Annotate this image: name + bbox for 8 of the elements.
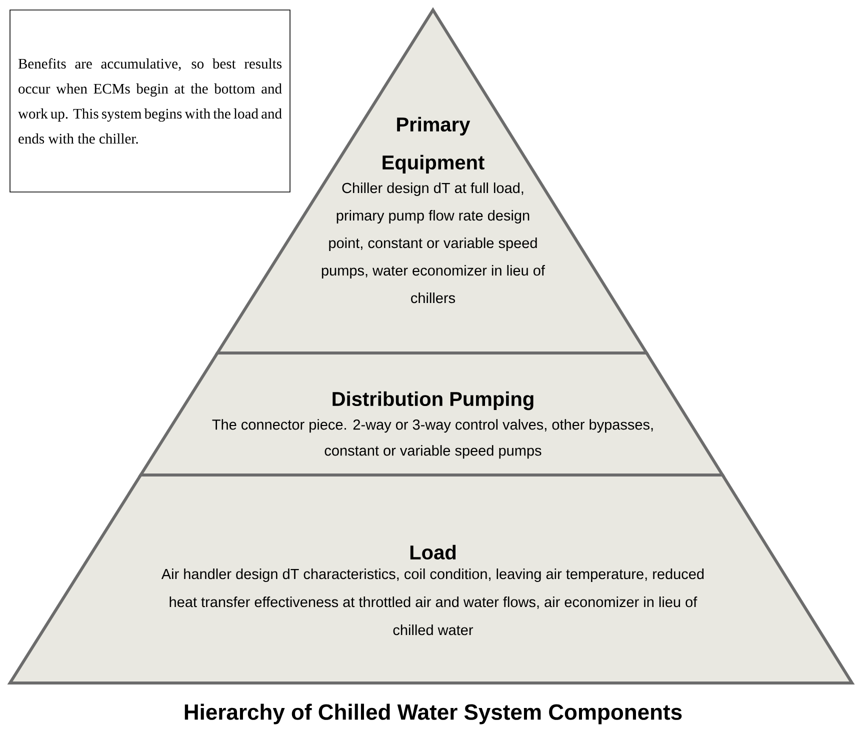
- caption: Hierarchy of Chilled Water System Components: [184, 704, 682, 724]
- band-description: The connector piece. 2-way or 3-way control valves, other bypasses, constant or variable speed pumps: [212, 419, 653, 459]
- note-box: Benefits are accumulative, so best results occur when ECMs begin at the bottom and work up. This system begins with the load and ends with the chiller.: [10, 10, 290, 192]
- band-heading: Distribution Pumping: [332, 391, 534, 410]
- band-heading: Primary Equipment: [382, 116, 484, 174]
- band-heading: Load: [410, 544, 456, 560]
- band-description: Chiller design dT at full load, primary pump flow rate design point, constant or variable speed pumps, water economizer in lieu of chillers: [322, 182, 545, 304]
- band-description: Air handler design dT characteristics, coil condition, leaving air temperature, reduced heat transfer effectiveness at throttled air and water flows, air economizer in lieu of chilled water: [161, 568, 704, 636]
